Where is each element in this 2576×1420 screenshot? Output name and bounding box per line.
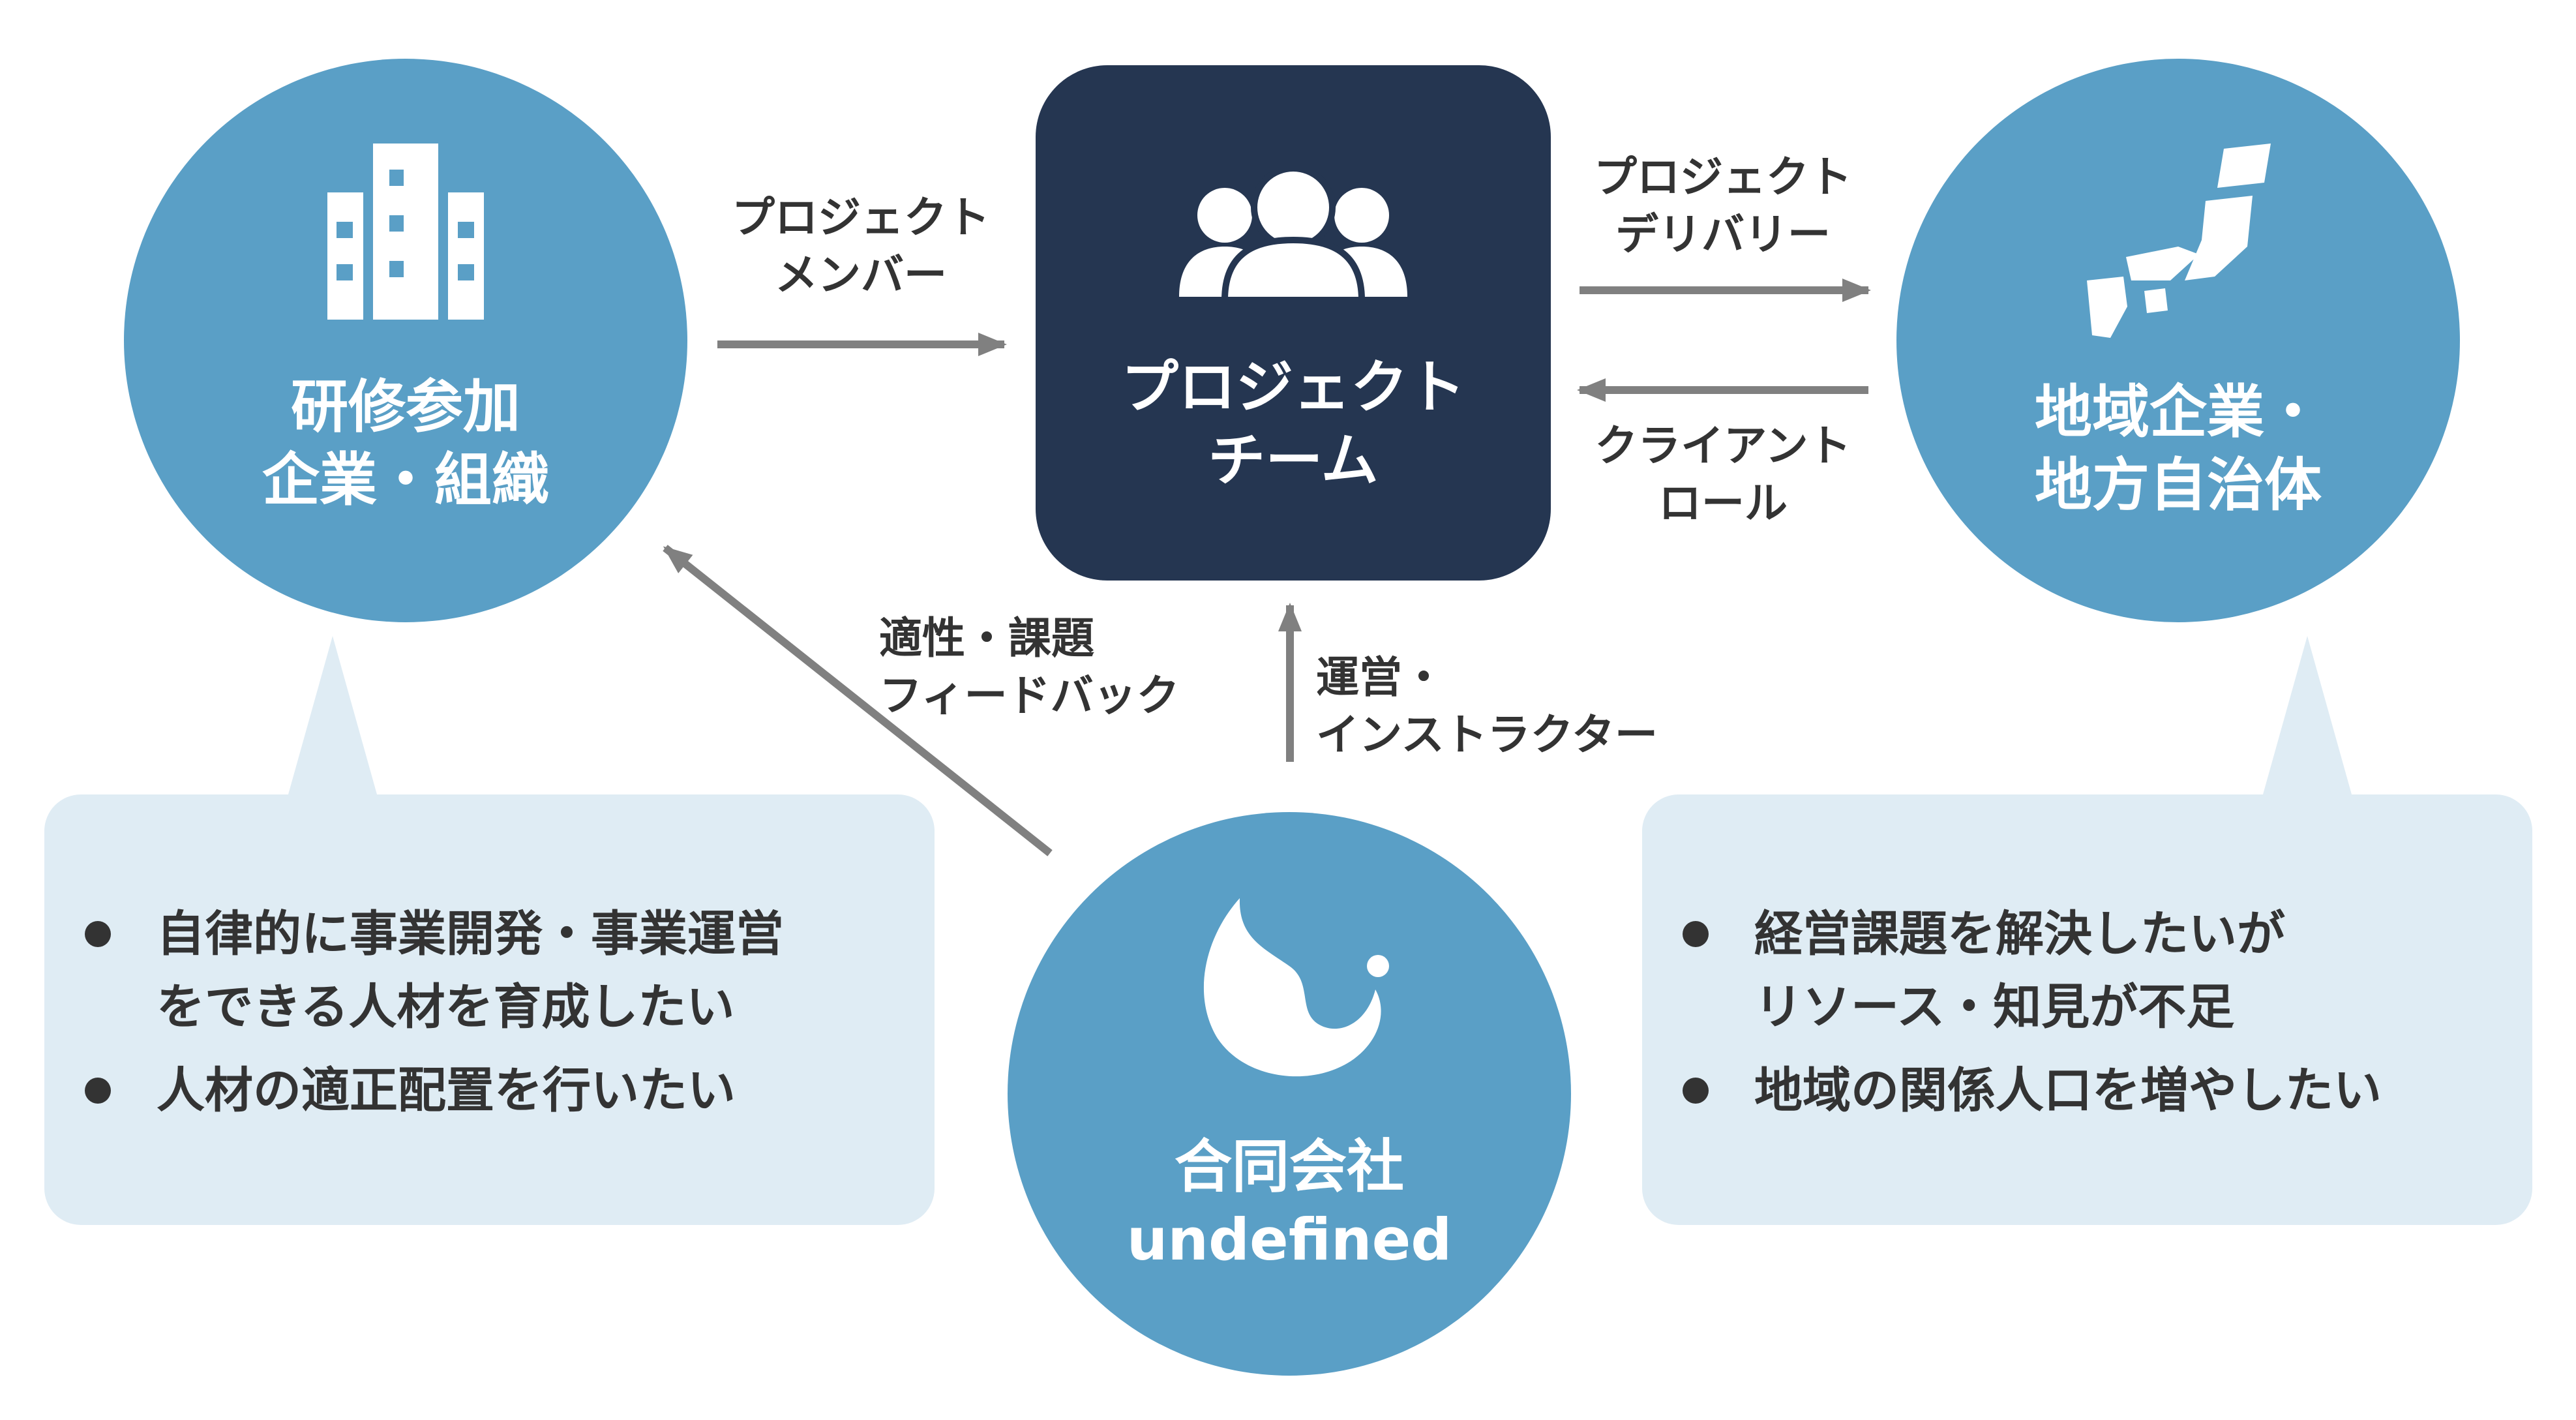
left-needs-bubble: 自律的に事業開発・事業運営 をできる人材を育成したい 人材の適正配置を行いたい	[44, 794, 935, 1225]
members-edge-label: プロジェクト メンバー	[732, 192, 990, 300]
left-need-item: 人材の適正配置を行いたい	[85, 1054, 784, 1127]
company-undefined-label: 合同会社 undefined	[1126, 1133, 1452, 1273]
left-need-item: 自律的に事業開発・事業運営 をできる人材を育成したい	[85, 898, 784, 1044]
company-undefined-node: 合同会社 undefined	[1008, 812, 1571, 1376]
feedback-edge-label: 適性・課題 フィードバック	[879, 613, 1180, 721]
client-role-edge-label: クライアント ロール	[1595, 421, 1851, 528]
delivery-edge-label: プロジェクト デリバリー	[1594, 152, 1852, 260]
left-needs-list: 自律的に事業開発・事業運営 をできる人材を育成したい 人材の適正配置を行いたい	[85, 898, 784, 1127]
right-needs-list: 経営課題を解決したいが リソース・知見が不足 地域の関係人口を増やしたい	[1683, 898, 2382, 1127]
office-building-icon	[327, 144, 484, 320]
undefined-logo-icon	[1203, 898, 1389, 1077]
regional-organizations-label: 地域企業・ 地方自治体	[2034, 378, 2322, 519]
regional-organizations-node: 地域企業・ 地方自治体	[1896, 59, 2460, 622]
right-need-item: 経営課題を解決したいが リソース・知見が不足	[1683, 898, 2382, 1044]
project-team-node: プロジェクト チーム	[1036, 65, 1551, 581]
left-bubble-tail	[287, 636, 378, 799]
operation-edge-label: 運営・ インストラクター	[1316, 652, 1658, 760]
right-bubble-tail	[2262, 636, 2353, 799]
right-needs-bubble: 経営課題を解決したいが リソース・知見が不足 地域の関係人口を増やしたい	[1642, 794, 2532, 1225]
training-companies-node: 研修参加 企業・組織	[124, 59, 687, 622]
project-team-label: プロジェクト チーム	[1120, 354, 1465, 494]
team-people-icon	[1179, 170, 1407, 300]
right-need-item: 地域の関係人口を増やしたい	[1683, 1054, 2382, 1127]
training-companies-label: 研修参加 企業・組織	[262, 373, 549, 513]
arrow-company-to-training	[663, 545, 1053, 856]
japan-map-icon	[2087, 144, 2271, 338]
